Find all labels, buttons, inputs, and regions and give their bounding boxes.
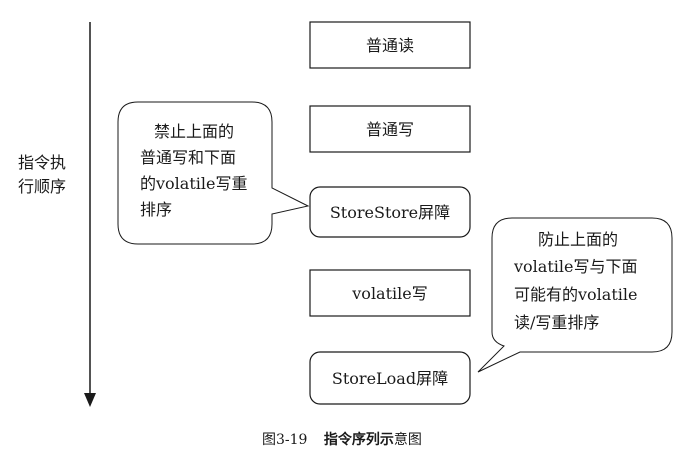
instruction-label: volatile写 — [351, 284, 427, 303]
execution-order-arrow — [84, 22, 96, 407]
callout-right-line2: volatile写与下面 — [513, 257, 637, 276]
axis-label-line1: 指令执 — [18, 153, 66, 172]
callout-left-line2: 普通写和下面 — [140, 148, 236, 167]
svg-text:图3-19 指令序列示意图: 图3-19 指令序列示意图 — [262, 431, 422, 448]
callout-left: 禁止上面的 普通写和下面 的volatile写重 排序 — [117, 101, 310, 245]
callout-right-line3: 可能有的volatile — [514, 285, 637, 304]
instruction-label: StoreLoad屏障 — [332, 369, 448, 388]
instruction-box-normal-write: 普通写 — [309, 105, 471, 153]
caption-number: 图3-19 — [262, 432, 307, 448]
instruction-box-normal-read: 普通读 — [309, 21, 471, 69]
instruction-label: StoreStore屏障 — [330, 203, 450, 222]
axis-label-line2: 行顺序 — [18, 177, 66, 196]
instruction-label: 普通读 — [366, 36, 414, 55]
callout-left-line1: 禁止上面的 — [154, 122, 234, 141]
instruction-box-storeload-barrier: StoreLoad屏障 — [309, 351, 471, 405]
callout-right-line4: 读/写重排序 — [514, 313, 599, 332]
figure-caption: 图3-19 指令序列示意图 — [262, 431, 422, 448]
callout-right: 防止上面的 volatile写与下面 可能有的volatile 读/写重排序 — [477, 217, 673, 373]
callout-right-line1: 防止上面的 — [538, 230, 618, 249]
instruction-box-volatile-write: volatile写 — [309, 269, 471, 317]
caption-title: 指令序列示 — [324, 431, 394, 448]
callout-left-line4: 排序 — [140, 200, 172, 219]
instruction-label: 普通写 — [366, 120, 414, 139]
callout-left-line3: 的volatile写重 — [140, 174, 247, 193]
instruction-box-storestore-barrier: StoreStore屏障 — [309, 186, 471, 238]
caption-suffix: 意图 — [394, 431, 422, 448]
